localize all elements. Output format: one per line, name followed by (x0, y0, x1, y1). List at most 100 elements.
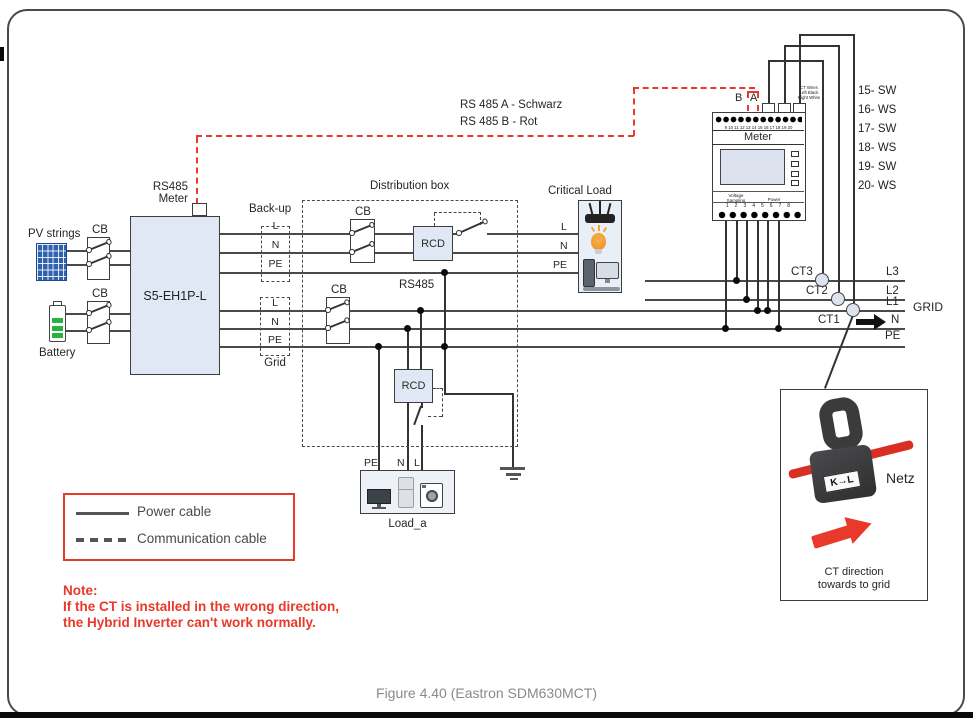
wire-ct3 (768, 60, 770, 104)
inverter-box: S5-EH1P-L (130, 216, 220, 375)
wire-ct2 (784, 45, 839, 47)
wire (67, 264, 88, 266)
wire-grid-l1 (220, 310, 905, 312)
legend-comm-label: Communication cable (137, 531, 267, 546)
wire-grid-n (220, 328, 905, 330)
wire (110, 330, 131, 332)
meter-display (720, 149, 785, 185)
line-l1-label: L1 (886, 296, 899, 308)
ct-wires-note-line: Left Black (799, 90, 819, 96)
junction-dot (753, 306, 761, 314)
junction-dot (374, 342, 382, 350)
rs485-b-color-label: RS 485 B - Rot (460, 116, 538, 128)
monitor-icon (372, 507, 386, 509)
meter-button (791, 180, 799, 186)
battery-icon (49, 305, 66, 342)
wire-grid-l2 (645, 299, 905, 301)
ct-wire-color-item: 17- SW (858, 123, 897, 135)
washer-icon (422, 485, 426, 488)
monitor-icon (377, 504, 381, 507)
wire-meter-t5 (767, 219, 769, 310)
ct-wire-color-item: 16- WS (858, 104, 897, 116)
meter-bottom-terminal-numbers: 1 2 3 4 5 6 7 8 (725, 203, 791, 209)
rcd-link-dashed (434, 213, 435, 226)
rcd-label: RCD (401, 380, 426, 392)
wire-backup-pe (220, 272, 578, 274)
pv-strings-label: PV strings (28, 228, 81, 240)
wire-ct2 (784, 45, 786, 104)
rs485-meter-port (192, 203, 207, 216)
pv-panel-icon (36, 243, 67, 281)
junction-dot (416, 306, 424, 314)
wire-meter-t3 (746, 219, 748, 299)
ct2-sensor (831, 292, 845, 306)
wire-ct2 (838, 45, 840, 292)
rs485-port-label: RS485 (152, 181, 188, 193)
page-edge-mark (0, 47, 4, 61)
ct-wire-color-item: 15- SW (858, 85, 897, 97)
rcd-link-dashed (442, 388, 443, 417)
junction-dot (440, 342, 448, 350)
wire-earth (444, 393, 513, 395)
line-l3-label: L3 (886, 266, 899, 278)
rcd-label: RCD (421, 237, 445, 250)
wire-grid-pe (220, 346, 905, 348)
ct-wire-color-item: 18- WS (858, 142, 897, 154)
washer-icon (426, 490, 438, 502)
ct-direction-caption: CT direction (824, 566, 884, 578)
wire-meter-t1 (725, 219, 727, 328)
distribution-box-outline (302, 200, 518, 447)
legend-power-label: Power cable (137, 504, 212, 519)
cb-label: CB (331, 284, 347, 296)
meter-top-terminal-numbers: 9 10 11 12 13 14 15 16 17 18 19 20 (724, 124, 793, 130)
pc-keyboard-icon (583, 287, 620, 291)
ct1-sensor (846, 303, 860, 317)
rcd-link-dashed (428, 416, 442, 417)
wire-earth (512, 393, 514, 469)
battery-label: Battery (39, 347, 76, 359)
figure-caption: Figure 4.40 (Eastron SDM630MCT) (376, 685, 597, 701)
backup-terminal-outline (261, 226, 290, 282)
meter-port-label: Meter (158, 193, 188, 205)
wire (110, 250, 131, 252)
ct-wire-color-item: 19- SW (858, 161, 897, 173)
junction-dot (732, 276, 740, 284)
terminal-label-n: N (560, 240, 568, 252)
grid-title-label: GRID (913, 300, 943, 314)
meter-top-terminals (715, 115, 802, 124)
washer-icon (420, 483, 443, 508)
meter-voltage-label: Voltage (728, 193, 744, 198)
cb-label: CB (92, 224, 108, 236)
rs485-comm-cable (633, 88, 635, 136)
load-a-label: Load_a (388, 518, 427, 530)
wire-ct1 (799, 34, 854, 36)
rs485-comm-cable (747, 92, 749, 111)
lightbulb-icon (591, 233, 606, 250)
ct2-label: CT2 (806, 285, 828, 297)
wire-ct3 (822, 60, 824, 273)
terminal-label-pe: PE (268, 258, 283, 270)
rs485-bus-label: RS485 (399, 279, 435, 291)
cb-label: CB (92, 288, 108, 300)
wire-load-l (421, 425, 423, 470)
ct-direction-caption: towards to grid (817, 579, 891, 591)
rcd-box-backup: RCD (413, 226, 453, 261)
lightbulb-icon (595, 249, 602, 254)
note-block: Note: If the CT is installed in the wron… (63, 583, 339, 631)
legend-box: Power cable Communication cable (63, 493, 295, 561)
ct-wire-color-list: 15- SW 16- WS 17- SW 18- WS 19- SW 20- W… (858, 82, 896, 196)
wire-load-pe (378, 346, 380, 470)
wire-backup-l (487, 233, 578, 235)
meter-divider (712, 202, 804, 203)
fridge-icon (399, 489, 413, 490)
terminal-b-label: B (735, 92, 743, 104)
rs485-comm-cable (747, 91, 759, 93)
rs485-a-color-label: RS 485 A - Schwarz (460, 99, 563, 111)
ct3-label: CT3 (791, 266, 813, 278)
wire-backup-l (220, 233, 459, 235)
terminal-a-label: A (750, 92, 758, 104)
terminal-label-n: N (397, 457, 405, 469)
note-line: If the CT is installed in the wrong dire… (63, 599, 340, 614)
wire-ct1 (799, 34, 801, 104)
